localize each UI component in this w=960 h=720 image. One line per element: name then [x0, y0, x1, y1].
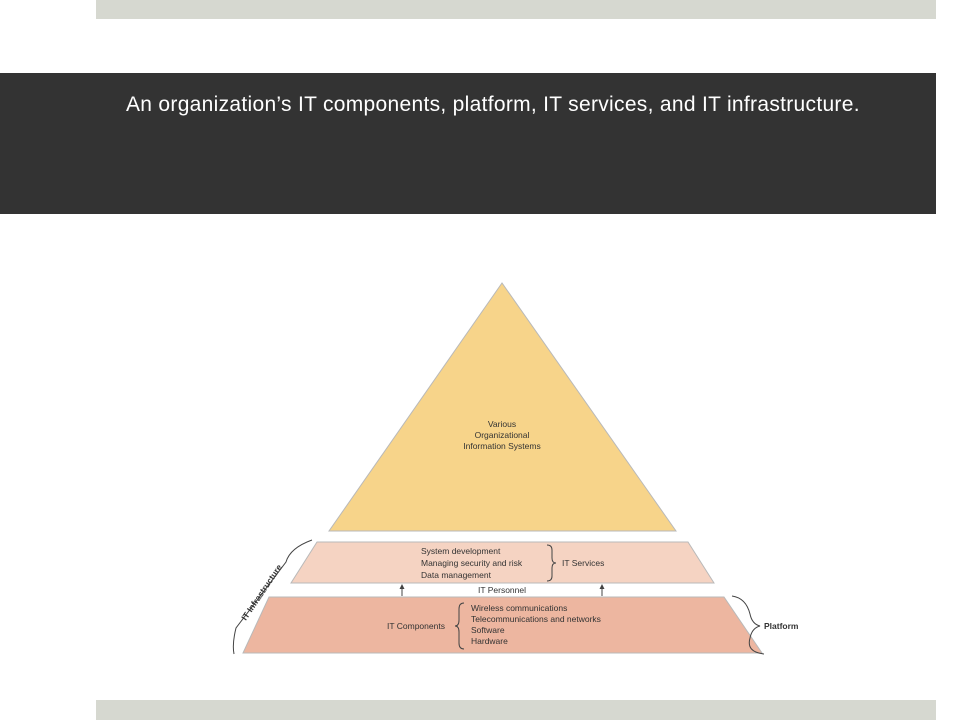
apex-triangle — [328, 282, 677, 532]
components-item-software: Software — [471, 625, 505, 635]
slide-title: An organization’s IT components, platfor… — [126, 93, 860, 116]
title-band — [0, 73, 936, 214]
personnel-arrowhead-left — [399, 584, 405, 589]
personnel-arrowhead-right — [599, 584, 605, 589]
it-components-band — [242, 596, 763, 654]
bottom-accent-bar — [96, 700, 936, 720]
components-item-telecom: Telecommunications and networks — [471, 614, 601, 624]
components-item-hardware: Hardware — [471, 636, 508, 646]
it-infrastructure-bracket — [232, 539, 313, 655]
platform-bracket — [731, 595, 765, 655]
it-components-label: IT Components — [387, 621, 445, 631]
services-brace — [546, 544, 557, 582]
it-services-band — [290, 541, 715, 584]
platform-label: Platform — [764, 621, 799, 631]
apex-label-line3: Information Systems — [463, 441, 540, 451]
top-accent-bar — [96, 0, 936, 19]
apex-label-line2: Organizational — [475, 430, 530, 440]
components-brace — [454, 602, 465, 650]
services-item-system-development: System development — [421, 546, 501, 556]
it-services-label: IT Services — [562, 558, 604, 568]
components-item-wireless: Wireless communications — [471, 603, 567, 613]
services-item-security-risk: Managing security and risk — [421, 558, 523, 568]
apex-label-line1: Various — [488, 419, 516, 429]
it-personnel-label: IT Personnel — [478, 585, 526, 595]
services-item-data-management: Data management — [421, 570, 492, 580]
